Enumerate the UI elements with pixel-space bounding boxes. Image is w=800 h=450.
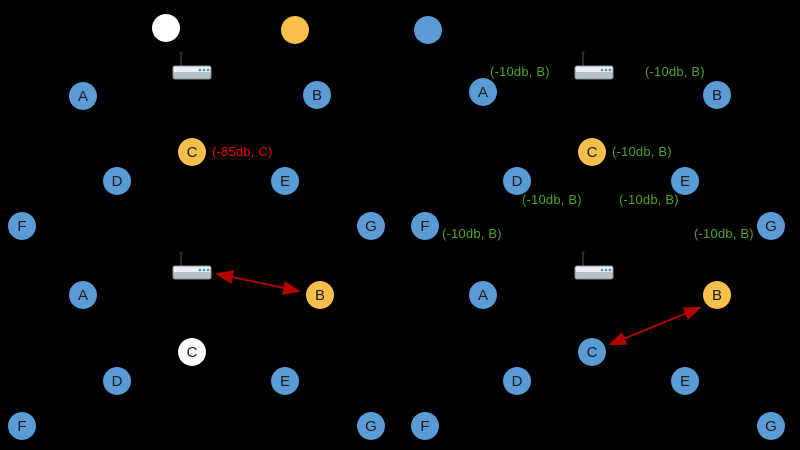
node-f: F <box>8 212 36 240</box>
node-b: B <box>703 81 731 109</box>
node-unlabeled-white <box>152 14 180 42</box>
signal-annotation: (-10db, B) <box>442 226 502 241</box>
node-f: F <box>411 212 439 240</box>
link-arrow-router-to-b <box>215 270 301 295</box>
node-b: B <box>306 281 334 309</box>
node-d: D <box>103 367 131 395</box>
node-g: G <box>357 412 385 440</box>
node-d: D <box>503 367 531 395</box>
node-g: G <box>757 412 785 440</box>
signal-annotation: (-10db, B) <box>645 64 705 79</box>
node-f: F <box>411 412 439 440</box>
node-g: G <box>757 212 785 240</box>
wifi-router-icon <box>572 50 616 88</box>
node-c: C <box>578 138 606 166</box>
node-e: E <box>671 367 699 395</box>
node-e: E <box>271 167 299 195</box>
node-b: B <box>703 281 731 309</box>
signal-annotation: (-10db, B) <box>612 144 672 159</box>
node-f: F <box>8 412 36 440</box>
node-g: G <box>357 212 385 240</box>
signal-annotation: (-10db, B) <box>522 192 582 207</box>
wifi-router-icon <box>572 250 616 288</box>
node-a: A <box>69 82 97 110</box>
signal-annotation: (-10db, B) <box>490 64 550 79</box>
signal-annotation: (-10db, B) <box>694 226 754 241</box>
node-c: C <box>178 138 206 166</box>
node-d: D <box>103 167 131 195</box>
node-unlabeled-yellow <box>281 16 309 44</box>
node-c: C <box>178 338 206 366</box>
node-unlabeled-blue <box>414 16 442 44</box>
wifi-router-icon <box>170 250 214 288</box>
link-arrow-c-to-b <box>608 306 702 346</box>
node-e: E <box>671 167 699 195</box>
signal-annotation: (-10db, B) <box>619 192 679 207</box>
node-a: A <box>469 78 497 106</box>
node-a: A <box>69 281 97 309</box>
node-d: D <box>503 167 531 195</box>
node-b: B <box>303 81 331 109</box>
node-e: E <box>271 367 299 395</box>
signal-annotation: (-85db, C) <box>212 144 273 159</box>
node-a: A <box>469 281 497 309</box>
node-c: C <box>578 338 606 366</box>
wifi-router-icon <box>170 50 214 88</box>
